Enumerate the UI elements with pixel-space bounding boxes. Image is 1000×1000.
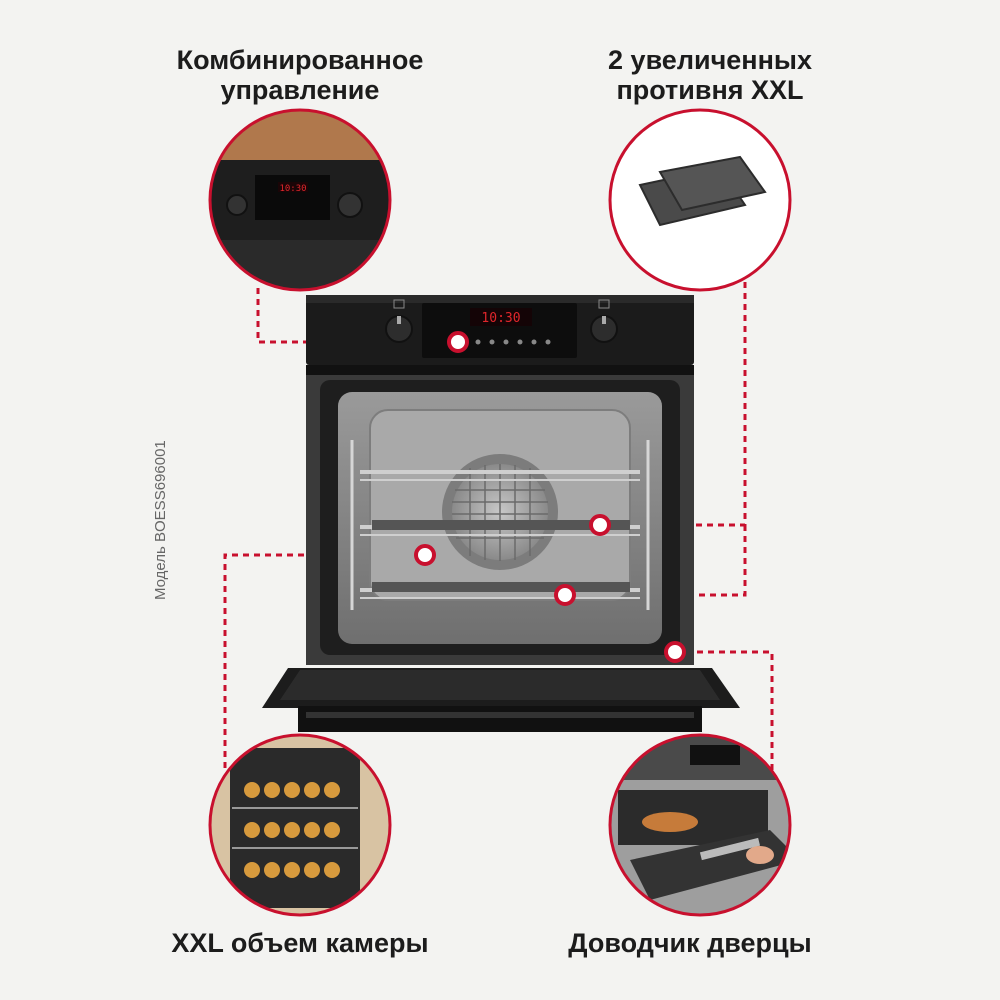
touch-icon [517, 339, 523, 345]
feature-image-control: 10:30 [208, 108, 392, 292]
feature-title-trays: 2 увеличенных противня XXL [560, 45, 860, 105]
touch-icon [503, 339, 509, 345]
tray-lower [372, 582, 630, 592]
hotspot-chamber-icon [414, 544, 436, 566]
hotspot-control-icon [447, 331, 469, 353]
touch-icon [489, 339, 495, 345]
feature-title-chamber: XXL объем камеры [171, 928, 429, 958]
tray-upper [372, 520, 630, 530]
tray-icon [658, 155, 767, 212]
display-time: 10:30 [481, 311, 520, 326]
feature-title-line-1: Комбинированное [176, 45, 424, 75]
feature-title-door-closer: Доводчик дверцы [568, 928, 812, 958]
feature-image-door-closer [608, 733, 792, 917]
touch-icon [475, 339, 481, 345]
oven: 10:30 [262, 295, 740, 732]
hotspots [414, 331, 686, 663]
hotspot-door-icon [664, 641, 686, 663]
hotspot-tray-upper-icon [589, 514, 611, 536]
feature-image-chamber [208, 733, 392, 917]
touch-icon [531, 339, 537, 345]
door-handle [298, 706, 702, 732]
feature-image-trays [608, 108, 792, 292]
touch-icon [545, 339, 551, 345]
hotspot-tray-lower-icon [554, 584, 576, 606]
feature-title-line-2: управление [220, 75, 380, 105]
feature-title-line-2: противня XXL [616, 75, 804, 105]
svg-text:10:30: 10:30 [279, 184, 306, 194]
feature-title-combined-control: Комбинированное управление [150, 45, 450, 105]
feature-title-line-1: 2 увеличенных [608, 45, 812, 75]
